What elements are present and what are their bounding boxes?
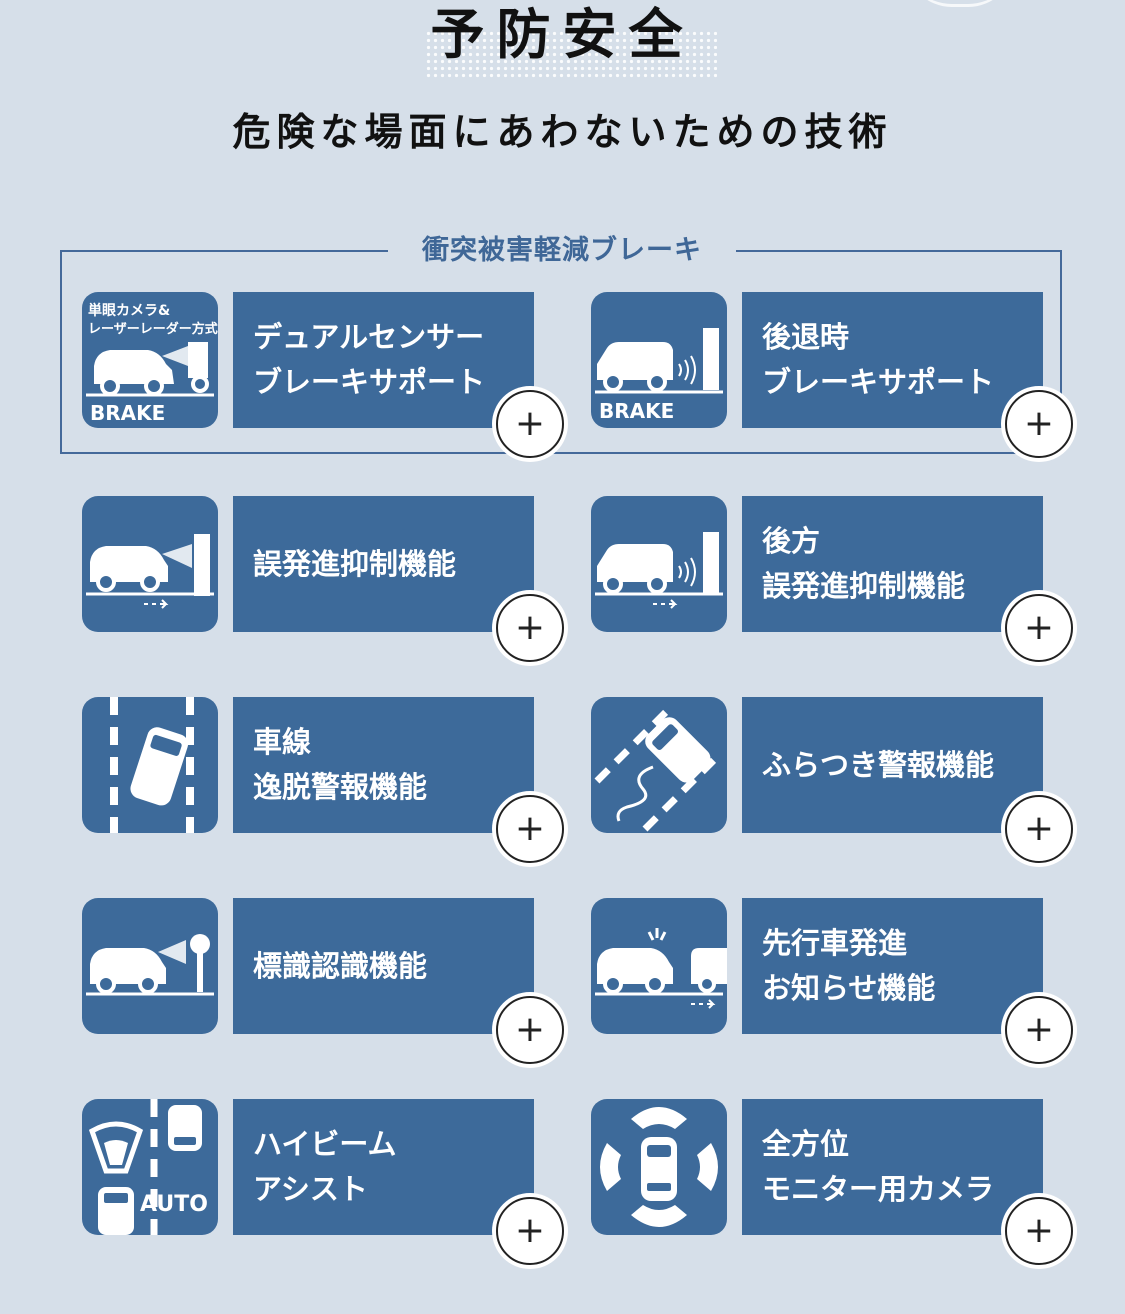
lane-departure-icon (82, 697, 218, 833)
feature-label-box: ふらつき警報機能 (742, 697, 1043, 833)
expand-button[interactable]: + (1005, 594, 1073, 662)
feature-label: デュアルセンサー ブレーキサポート (253, 320, 486, 399)
icon-text: BRAKE (599, 399, 674, 423)
icon-text: AUTO (140, 1192, 208, 1217)
feature-label-box: ハイビーム アシスト (233, 1099, 534, 1235)
feature-label-box: 全方位 モニター用カメラ (742, 1099, 1043, 1235)
feature-card-dual-sensor-brake: 単眼カメラ& レーザーレーダー方式 BRAKE デュアルセンサー ブレーキサポー… (82, 292, 564, 458)
feature-card-false-start-prevention: 誤発進抑制機能 + (82, 496, 564, 662)
page-title: 予防安全 (430, 3, 695, 66)
page-subtitle: 危険な場面にあわないための技術 (232, 110, 893, 154)
plus-icon: + (514, 1210, 546, 1251)
plus-icon: + (1023, 403, 1055, 444)
feature-label-box: 先行車発進 お知らせ機能 (742, 898, 1043, 1034)
weaving-warning-icon (591, 697, 727, 833)
surround-camera-icon (591, 1099, 727, 1235)
feature-label: 全方位 モニター用カメラ (762, 1127, 995, 1206)
feature-label-box: 後方 誤発進抑制機能 (742, 496, 1043, 632)
feature-label-box: 標識認識機能 (233, 898, 534, 1034)
feature-label: 先行車発進 お知らせ機能 (762, 926, 936, 1005)
expand-button[interactable]: + (1005, 996, 1073, 1064)
rear-brake-icon: BRAKE (591, 292, 727, 428)
feature-label-box: 車線 逸脱警報機能 (233, 697, 534, 833)
feature-label-box: デュアルセンサー ブレーキサポート (233, 292, 534, 428)
icon-text: BRAKE (90, 401, 165, 425)
plus-icon: + (1023, 1210, 1055, 1251)
high-beam-assist-icon: AUTO (82, 1099, 218, 1235)
feature-label: 誤発進抑制機能 (253, 546, 457, 581)
feature-card-rear-false-start-prevention: 後方 誤発進抑制機能 + (591, 496, 1073, 662)
feature-card-rear-brake: BRAKE 後退時 ブレーキサポート + (591, 292, 1073, 458)
expand-button[interactable]: + (496, 594, 564, 662)
plus-icon: + (514, 403, 546, 444)
dual-sensor-brake-icon: 単眼カメラ& レーザーレーダー方式 BRAKE (82, 292, 218, 428)
decorative-arc (905, 0, 1015, 7)
expand-button[interactable]: + (1005, 795, 1073, 863)
plus-icon: + (514, 1009, 546, 1050)
feature-label: 後方 誤発進抑制機能 (762, 524, 966, 603)
feature-card-lane-departure: 車線 逸脱警報機能 + (82, 697, 564, 863)
feature-label: 車線 逸脱警報機能 (253, 725, 428, 804)
feature-card-sign-recognition: 標識認識機能 + (82, 898, 564, 1064)
title-dot-pattern (425, 30, 717, 78)
feature-label: ふらつき警報機能 (762, 747, 995, 782)
false-start-prevention-icon (82, 496, 218, 632)
plus-icon: + (1023, 607, 1055, 648)
expand-button[interactable]: + (1005, 1197, 1073, 1265)
expand-button[interactable]: + (496, 1197, 564, 1265)
feature-label: 標識認識機能 (253, 948, 428, 983)
feature-label-box: 後退時 ブレーキサポート (742, 292, 1043, 428)
feature-label: ハイビーム アシスト (253, 1127, 397, 1206)
expand-button[interactable]: + (496, 795, 564, 863)
icon-text: レーザーレーダー方式 (88, 321, 218, 337)
expand-button[interactable]: + (496, 390, 564, 458)
plus-icon: + (1023, 1009, 1055, 1050)
expand-button[interactable]: + (496, 996, 564, 1064)
group-label: 衝突被害軽減ブレーキ (388, 232, 736, 270)
feature-card-lead-car-departure: 先行車発進 お知らせ機能 + (591, 898, 1073, 1064)
plus-icon: + (1023, 808, 1055, 849)
expand-button[interactable]: + (1005, 390, 1073, 458)
feature-label-box: 誤発進抑制機能 (233, 496, 534, 632)
icon-text: 単眼カメラ& (88, 302, 170, 319)
feature-card-weaving-warning: ふらつき警報機能 + (591, 697, 1073, 863)
feature-label: 後退時 ブレーキサポート (762, 320, 995, 399)
sign-recognition-icon (82, 898, 218, 1034)
feature-card-surround-camera: 全方位 モニター用カメラ + (591, 1099, 1073, 1265)
feature-card-high-beam-assist: AUTO ハイビーム アシスト + (82, 1099, 564, 1265)
lead-car-departure-icon (591, 898, 727, 1034)
rear-false-start-prevention-icon (591, 496, 727, 632)
plus-icon: + (514, 808, 546, 849)
plus-icon: + (514, 607, 546, 648)
